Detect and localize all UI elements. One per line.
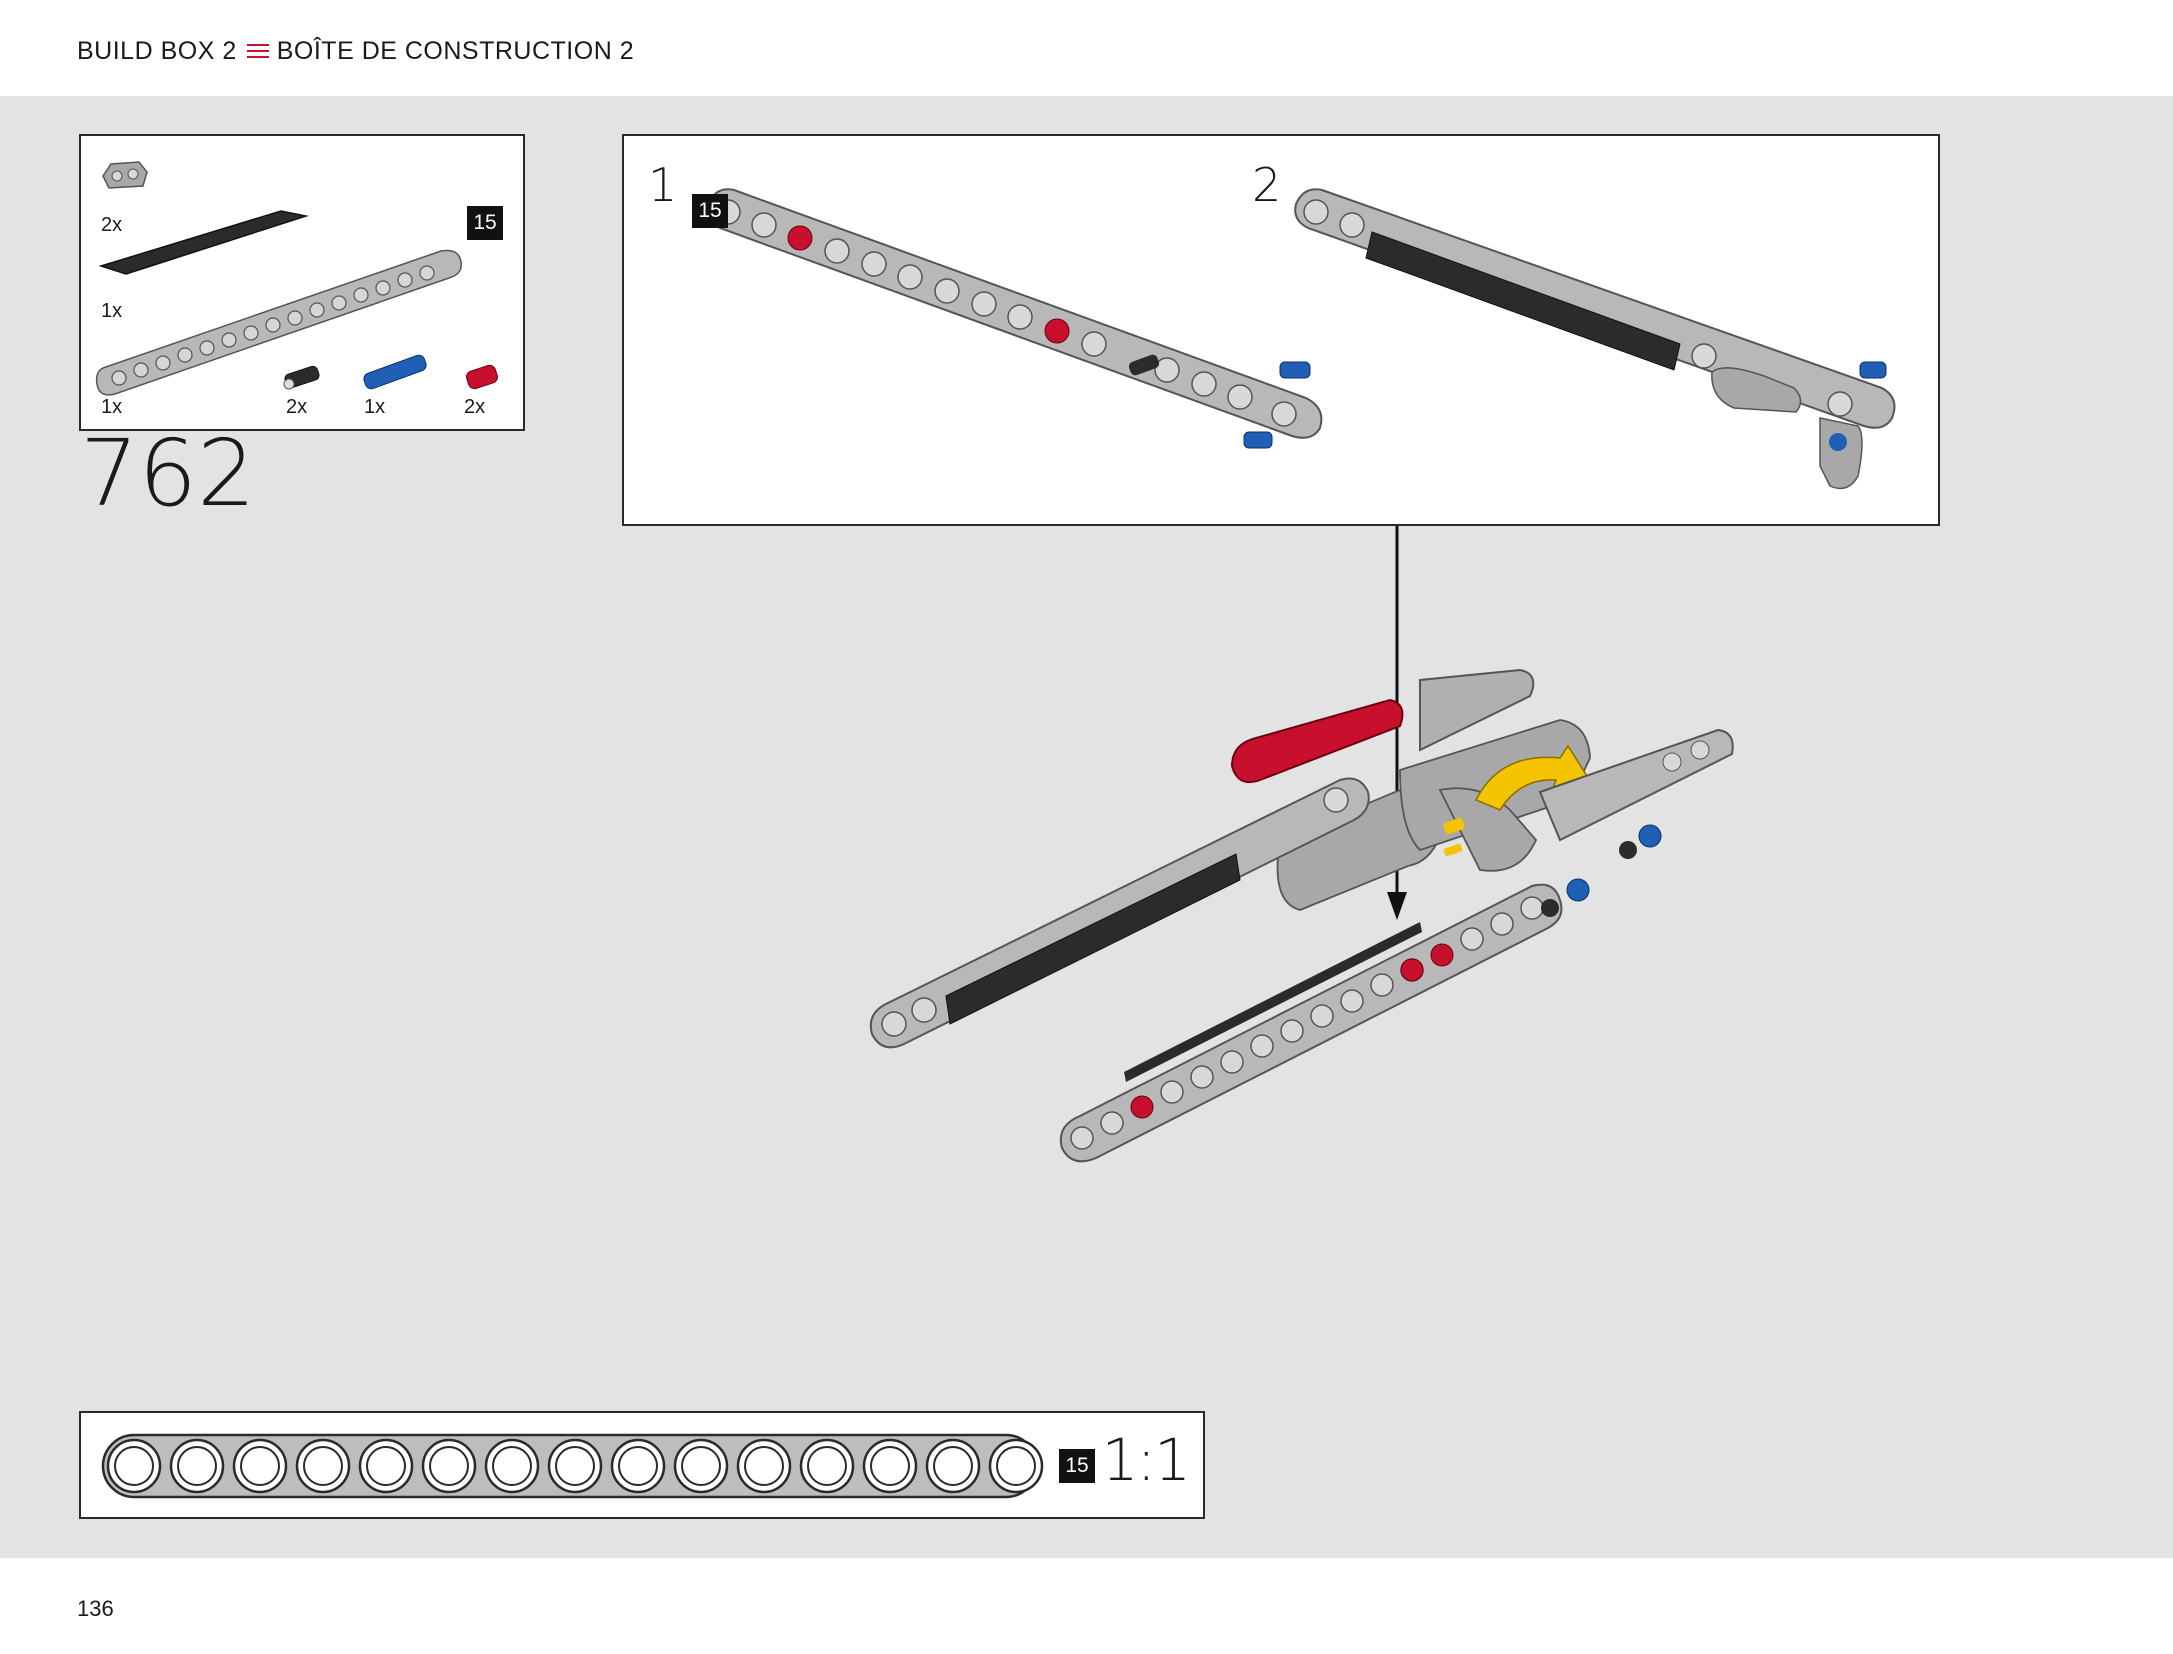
scale-hole-inner bbox=[429, 1446, 469, 1486]
scale-hole-inner bbox=[492, 1446, 532, 1486]
gray-beam-part bbox=[95, 249, 462, 396]
title-french: BOÎTE DE CONSTRUCTION 2 bbox=[276, 36, 635, 65]
qty-connector-block: 2x bbox=[101, 214, 123, 236]
scale-hole-inner bbox=[555, 1446, 595, 1486]
black-pin-part bbox=[283, 365, 320, 390]
right-short-beam bbox=[1538, 728, 1734, 859]
parts-list-box: 2x 1x 1x 2x 1x 2x 15 bbox=[79, 134, 525, 431]
red-beam-part bbox=[1230, 698, 1404, 784]
qty-gray-beam: 1x bbox=[101, 396, 123, 418]
page-number: 136 bbox=[77, 1596, 114, 1621]
connector-block-part bbox=[102, 161, 148, 189]
scale-beam-illustration bbox=[101, 1433, 1044, 1499]
beam-length-badge: 15 bbox=[467, 206, 503, 240]
scale-hole-inner bbox=[933, 1446, 973, 1486]
scale-hole-inner bbox=[177, 1446, 217, 1486]
rear-beam-part bbox=[1419, 668, 1535, 752]
sub-step-1-label: 1 bbox=[648, 158, 678, 212]
red-pin-part bbox=[466, 364, 498, 390]
scale-hole-inner bbox=[807, 1446, 847, 1486]
rotation-arrow-icon bbox=[1474, 744, 1594, 811]
build-box-title: BUILD BOX 2 BOÎTE DE CONSTRUCTION 2 bbox=[77, 36, 634, 66]
yellow-arrow-tail bbox=[1443, 817, 1465, 835]
step-number: 762 bbox=[80, 420, 256, 527]
qty-red-pin: 2x bbox=[464, 396, 486, 418]
main-assembly-svg bbox=[869, 668, 1734, 1163]
scale-hole-inner bbox=[303, 1446, 343, 1486]
scale-ratio-label: 1:1 bbox=[1101, 1426, 1191, 1494]
scale-hole-inner bbox=[681, 1446, 721, 1486]
scale-hole-inner bbox=[114, 1446, 154, 1486]
scale-hole-inner bbox=[744, 1446, 784, 1486]
left-long-beam bbox=[869, 777, 1370, 1049]
page-header: BUILD BOX 2 BOÎTE DE CONSTRUCTION 2 bbox=[0, 0, 2173, 96]
scale-hole-inner bbox=[366, 1446, 406, 1486]
scale-hole-inner bbox=[996, 1446, 1036, 1486]
sub-step-2-beam bbox=[1294, 188, 1896, 490]
sub-step-1-beam-badge: 15 bbox=[692, 194, 728, 228]
sub-assembly-box: 1 15 2 bbox=[622, 134, 1940, 526]
sub-assembly-illustration bbox=[706, 188, 1896, 490]
black-tile-part bbox=[98, 210, 309, 275]
sub-step-2-label: 2 bbox=[1252, 158, 1282, 212]
scale-length-badge: 15 bbox=[1059, 1449, 1095, 1483]
page-footer bbox=[0, 1558, 2173, 1654]
parts-illustration bbox=[95, 161, 498, 396]
scale-hole-inner bbox=[618, 1446, 658, 1486]
title-english: BUILD BOX 2 bbox=[77, 36, 237, 65]
sub-step-1-beam bbox=[706, 188, 1323, 449]
menu-separator-icon bbox=[246, 43, 269, 59]
scale-hole-inner bbox=[240, 1446, 280, 1486]
scale-hole-inner bbox=[870, 1446, 910, 1486]
qty-blue-axle-pin: 1x bbox=[364, 396, 386, 418]
main-assembly-illustration bbox=[860, 640, 1740, 1180]
beam-scale-box: 15 1:1 bbox=[79, 1411, 1205, 1519]
qty-black-tile: 1x bbox=[101, 300, 123, 322]
blue-axle-pin-part bbox=[363, 354, 427, 390]
qty-black-pin: 2x bbox=[286, 396, 308, 418]
front-long-beam bbox=[1059, 878, 1590, 1163]
scale-beam-holes bbox=[106, 1438, 1044, 1494]
